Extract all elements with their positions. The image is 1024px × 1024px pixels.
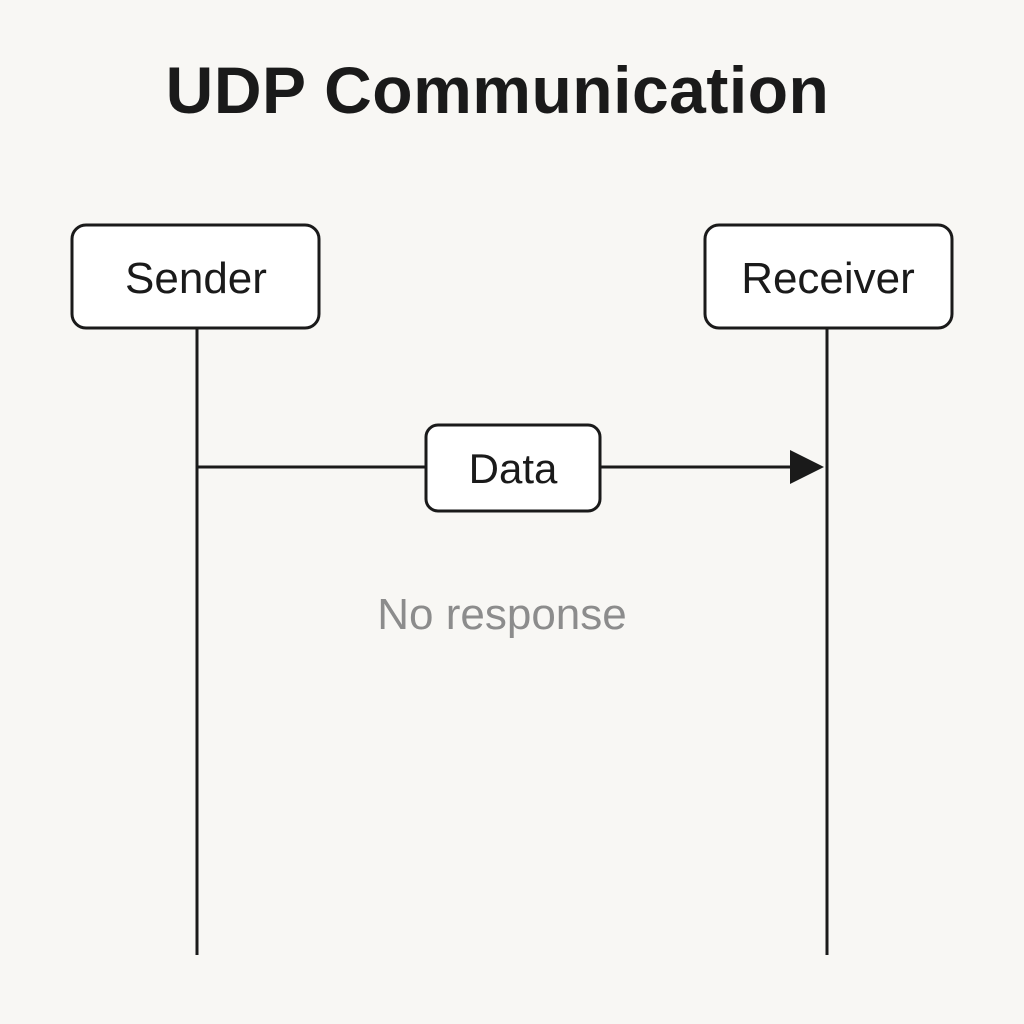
sender-label: Sender: [125, 254, 267, 303]
sender-box: Sender: [70, 223, 321, 330]
arrowhead-icon: [790, 450, 824, 484]
data-message-box: Data: [424, 423, 602, 513]
data-message-arrow: [197, 450, 824, 484]
diagram-title: UDP Communication: [165, 53, 830, 127]
data-message-label: Data: [469, 445, 558, 492]
receiver-label: Receiver: [741, 254, 915, 303]
receiver-box: Receiver: [703, 223, 954, 330]
no-response-note: No response: [377, 590, 626, 639]
